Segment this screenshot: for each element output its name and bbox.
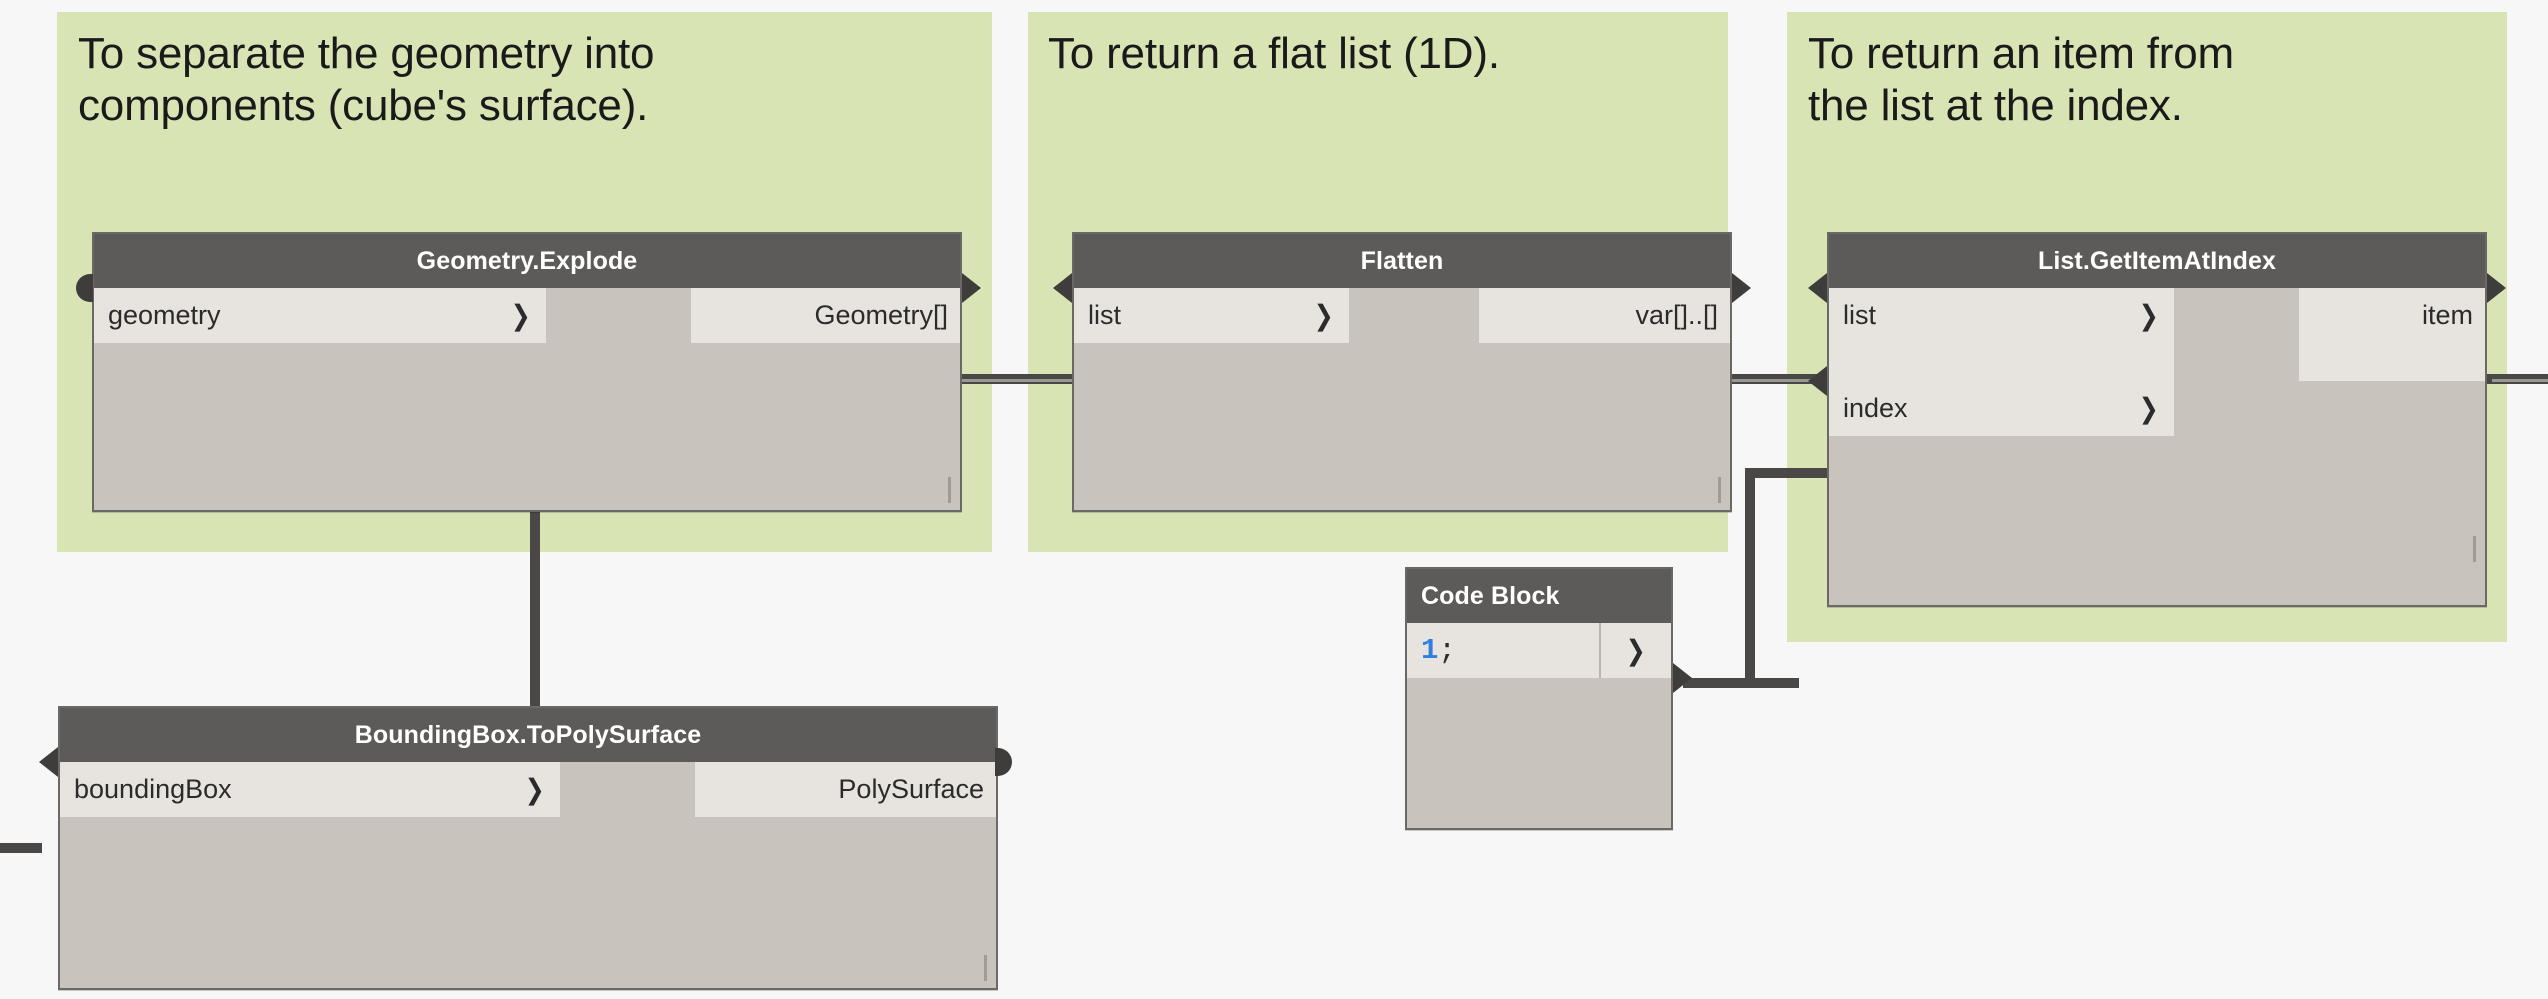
connector-in-boundingbox[interactable] — [39, 747, 58, 777]
node-boundingbox-topolysurface[interactable]: BoundingBox.ToPolySurface boundingBox ❯ … — [39, 706, 1012, 990]
wire-highlight-3 — [2492, 379, 2548, 382]
output-port-geometry-array[interactable]: Geometry[] — [691, 288, 960, 343]
chevron-right-icon[interactable]: ❯ — [510, 299, 531, 331]
connector-out-var-array[interactable] — [1732, 273, 1751, 303]
connector-in-index-getitem[interactable] — [1808, 366, 1827, 396]
node-title-list-getitematindex: List.GetItemAtIndex — [1829, 234, 2485, 288]
wire-highlight-2 — [1699, 379, 1824, 382]
connector-out-item[interactable] — [2487, 273, 2506, 303]
input-port-boundingbox[interactable]: boundingBox ❯ — [60, 762, 560, 817]
input-port-label-index-getitem: index — [1843, 393, 1908, 423]
node-list-getitematindex[interactable]: List.GetItemAtIndex list ❯ index ❯ it — [1808, 232, 2506, 607]
connector-out-polysurface[interactable] — [995, 748, 1012, 776]
chevron-right-icon[interactable]: ❯ — [524, 773, 545, 805]
output-port-label-polysurface: PolySurface — [838, 774, 984, 804]
output-port-var-array[interactable]: var[]..[] — [1479, 288, 1730, 343]
resize-grip-icon[interactable] — [2473, 536, 2476, 562]
code-block-number: 1 — [1421, 634, 1439, 667]
wire-codeblock-up-v[interactable] — [1745, 468, 1755, 688]
node-flatten[interactable]: Flatten list ❯ var[]..[] — [1053, 232, 1751, 512]
connector-out-code-block[interactable] — [1673, 663, 1692, 693]
input-port-index-getitem[interactable]: index ❯ — [1829, 381, 2174, 436]
wire-into-boundingbox[interactable] — [0, 843, 42, 853]
chevron-right-icon[interactable]: ❯ — [1626, 634, 1646, 666]
resize-grip-icon[interactable] — [1718, 477, 1721, 503]
node-title-boundingbox-topolysurface: BoundingBox.ToPolySurface — [60, 708, 996, 762]
output-port-code-block[interactable]: ❯ — [1601, 623, 1671, 678]
group-note-flatten: To return a flat list (1D). — [1048, 29, 1500, 78]
wire-explode-to-boundingbox[interactable] — [530, 510, 540, 710]
connector-in-list-getitem[interactable] — [1808, 273, 1827, 303]
code-block-terminator: ; — [1438, 634, 1456, 667]
group-note-explode: To separate the geometry into components… — [78, 29, 655, 130]
node-geometry-explode[interactable]: Geometry.Explode geometry ❯ Geometry[] — [76, 232, 981, 512]
output-port-label-geometry-array: Geometry[] — [814, 300, 948, 330]
input-port-label-boundingbox: boundingBox — [74, 774, 232, 804]
output-port-label-var-array: var[]..[] — [1635, 300, 1718, 330]
connector-in-list-flatten[interactable] — [1053, 273, 1072, 303]
node-title-geometry-explode: Geometry.Explode — [94, 234, 960, 288]
input-port-label-list-getitem: list — [1843, 300, 1876, 330]
chevron-right-icon[interactable]: ❯ — [2138, 299, 2159, 331]
code-block-expression[interactable]: 1; — [1407, 623, 1599, 678]
input-port-list-flatten[interactable]: list ❯ — [1074, 288, 1349, 343]
node-title-code-block: Code Block — [1407, 569, 1671, 623]
wire-codeblock-out-h[interactable] — [1683, 678, 1799, 688]
group-note-getitem: To return an item from the list at the i… — [1808, 29, 2234, 130]
wire-highlight-1 — [960, 379, 1080, 382]
resize-grip-icon[interactable] — [984, 955, 987, 981]
wire-codeblock-to-index-h[interactable] — [1745, 468, 1865, 478]
chevron-right-icon[interactable]: ❯ — [1313, 299, 1334, 331]
input-port-label-list-flatten: list — [1088, 300, 1121, 330]
output-port-item[interactable]: item — [2299, 288, 2485, 343]
resize-grip-icon[interactable] — [948, 477, 951, 503]
input-port-list-getitem[interactable]: list ❯ — [1829, 288, 2174, 343]
output-port-label-item: item — [2421, 300, 2473, 330]
input-port-geometry[interactable]: geometry ❯ — [94, 288, 546, 343]
chevron-right-icon[interactable]: ❯ — [2138, 392, 2159, 424]
input-port-label-geometry: geometry — [108, 300, 221, 330]
node-title-flatten: Flatten — [1074, 234, 1730, 288]
output-port-polysurface[interactable]: PolySurface — [695, 762, 996, 817]
node-code-block[interactable]: Code Block 1; ❯ — [1405, 567, 1692, 830]
connector-out-geometry-array[interactable] — [962, 273, 981, 303]
connector-in-geometry[interactable] — [76, 274, 93, 302]
